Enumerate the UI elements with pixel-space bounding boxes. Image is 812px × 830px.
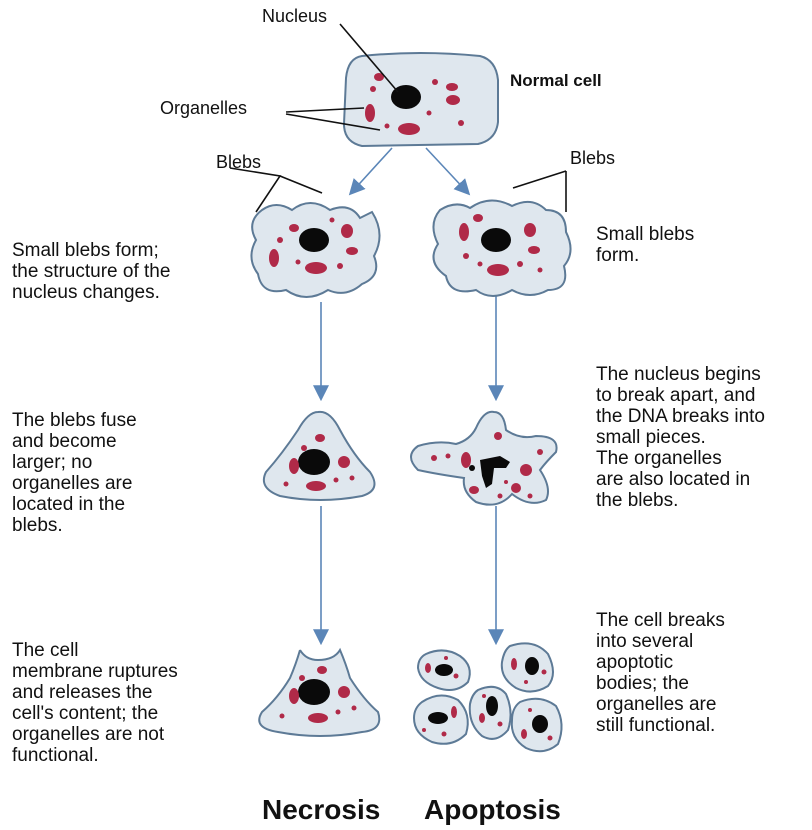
apoptosis-cell-2: [411, 412, 557, 505]
necrosis-title: Necrosis: [262, 794, 380, 826]
blebs-label-apoptosis: Blebs: [570, 148, 615, 168]
apoptotic-body: [418, 650, 470, 690]
blebs-label-necrosis: Blebs: [216, 152, 261, 172]
apoptotic-body: [512, 699, 562, 751]
apoptotic-body: [414, 695, 468, 743]
apoptosis-step-3-text: The cell breaks into several apoptotic b…: [596, 610, 725, 736]
apoptosis-step-1-text: Small blebs form.: [596, 224, 694, 266]
necrosis-cell-3: [259, 650, 379, 736]
necrosis-step-2-text: The blebs fuse and become larger; no org…: [12, 410, 137, 536]
necrosis-step-3-text: The cell membrane ruptures and releases …: [12, 640, 178, 766]
normal-cell: [344, 53, 498, 146]
nucleus-label: Nucleus: [262, 6, 327, 26]
necrosis-cell-1: [251, 203, 379, 297]
apoptotic-body: [502, 643, 553, 691]
apoptotic-bodies: [414, 643, 562, 751]
necrosis-step-1-text: Small blebs form; the structure of the n…: [12, 240, 170, 303]
normal-cell-label: Normal cell: [510, 70, 602, 91]
organelles-label: Organelles: [160, 98, 247, 118]
apoptosis-cell-1: [433, 200, 570, 296]
apoptotic-body: [470, 687, 511, 739]
necrosis-cell-2: [264, 412, 375, 500]
apoptosis-title: Apoptosis: [424, 794, 561, 826]
apoptosis-step-2-text: The nucleus begins to break apart, and t…: [596, 364, 765, 511]
